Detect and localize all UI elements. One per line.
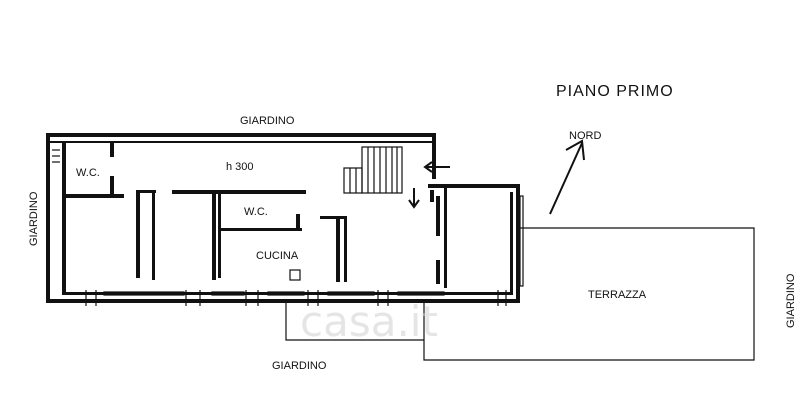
terrace-label: TERRAZZA xyxy=(588,289,647,301)
plan-title: PIANO PRIMO xyxy=(556,83,674,100)
garden-label-left: GIARDINO xyxy=(28,191,40,246)
watermark: casa.it xyxy=(300,297,438,346)
interior-walls xyxy=(66,143,447,288)
terrace xyxy=(285,227,755,361)
staircase xyxy=(343,146,403,194)
room-label-wc-left: W.C. xyxy=(76,167,100,179)
kitchen-fixture xyxy=(289,269,301,281)
ceiling-height-label: h 300 xyxy=(226,161,254,173)
garden-label-right: GIARDINO xyxy=(785,273,797,328)
room-label-wc-center: W.C. xyxy=(244,206,268,218)
north-arrow: NORD xyxy=(549,130,601,215)
outer-walls xyxy=(46,133,520,303)
room-label-cucina: CUCINA xyxy=(256,250,299,262)
entry-arrows xyxy=(408,161,450,209)
garden-label-top: GIARDINO xyxy=(240,115,295,127)
north-label: NORD xyxy=(569,130,601,142)
garden-label-bottom: GIARDINO xyxy=(272,360,327,372)
window-markers xyxy=(52,149,524,306)
